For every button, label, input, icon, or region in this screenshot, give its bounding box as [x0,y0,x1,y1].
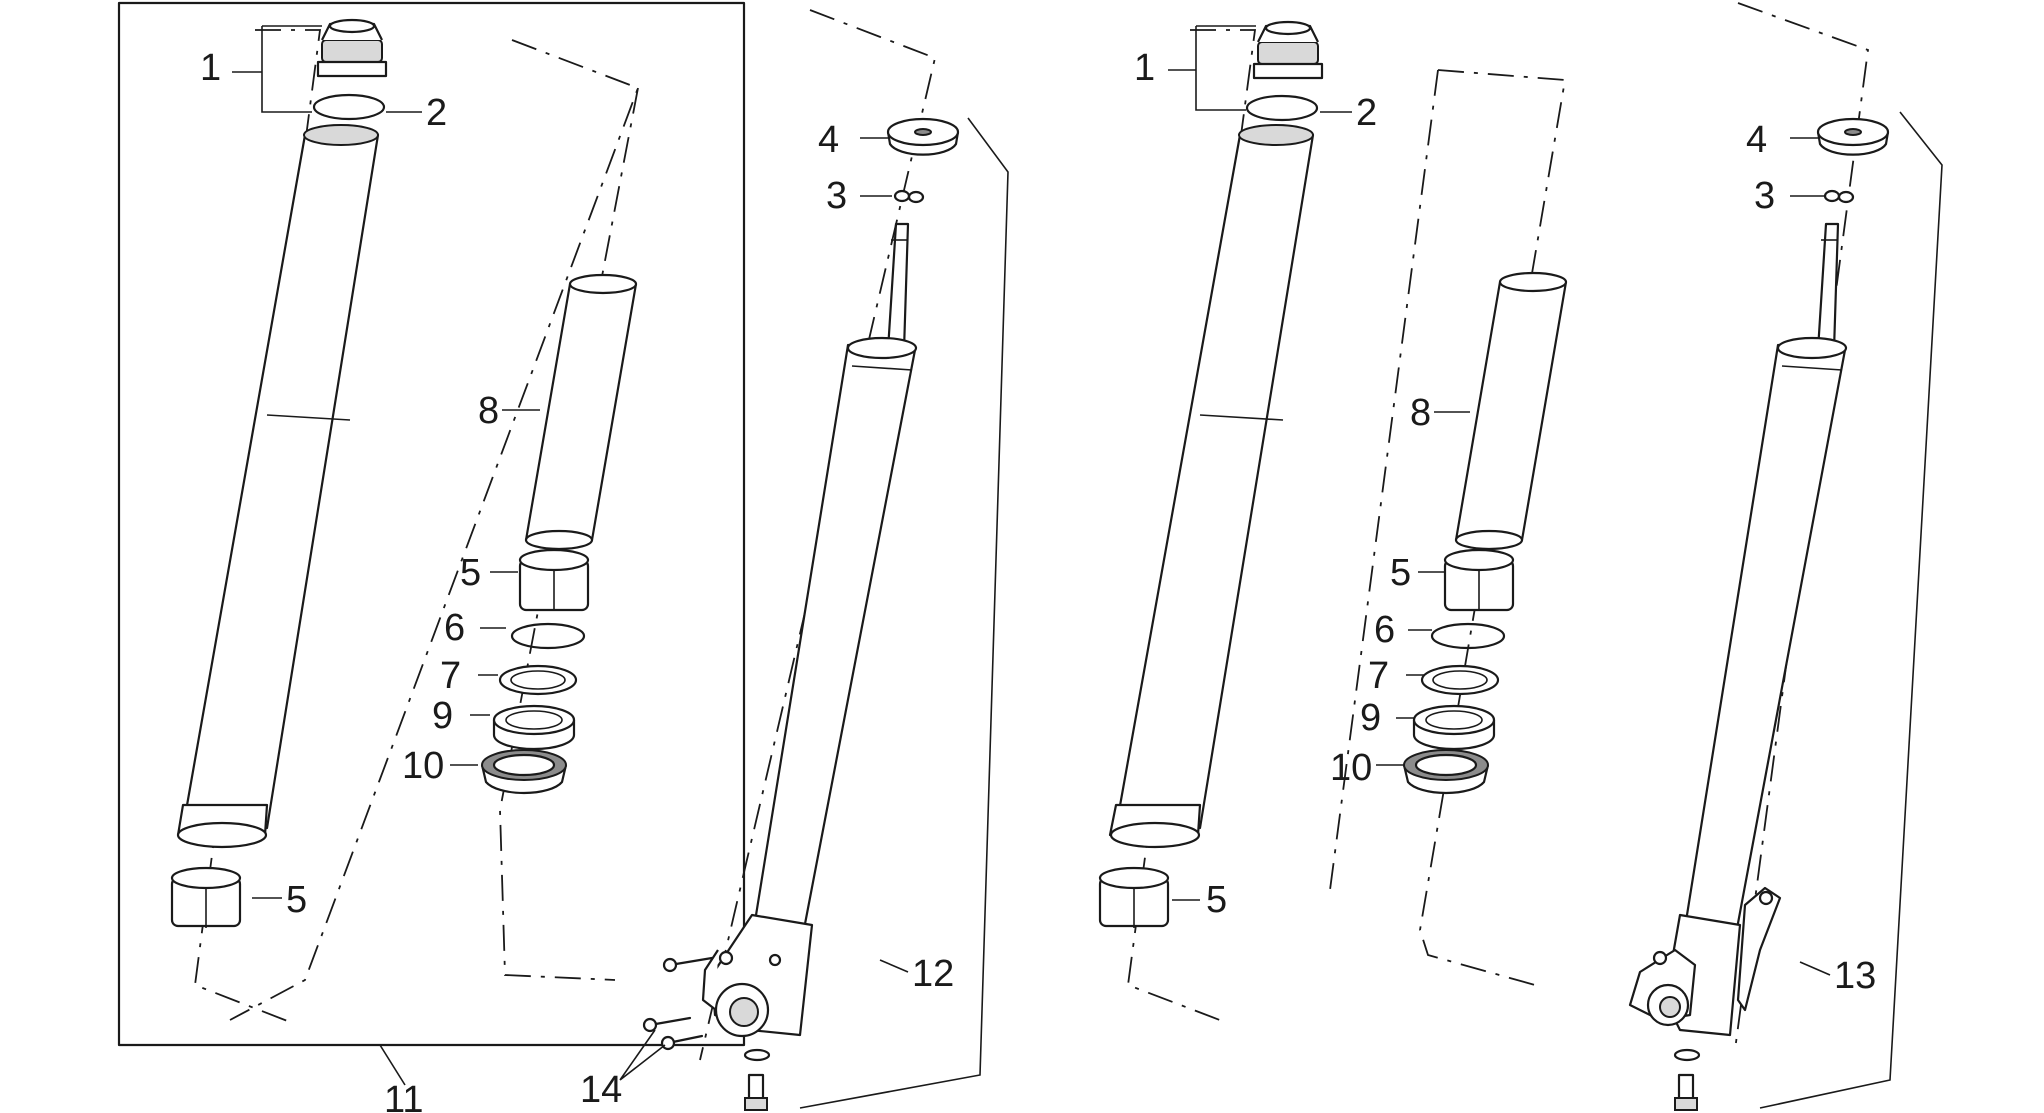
o-ring-2 [312,93,386,121]
left-fork-assembly: 1 2 4 3 8 5 6 7 9 10 5 12 11 14 [117,1,1009,1113]
washer-7-right [1420,664,1500,696]
leader-lines-left [232,25,909,1086]
kit-box-11 [117,1,746,1047]
assembly-line-cartridge [699,9,937,1061]
label-8-right: 8 [1410,392,1431,434]
spring-8-right [1454,271,1568,551]
label-4: 4 [818,119,839,161]
label-6-right: 6 [1374,609,1395,651]
clip-6 [510,622,586,650]
label-2-right: 2 [1356,92,1377,134]
label-10: 10 [402,745,444,787]
bottom-bolt-right [1673,1048,1701,1111]
seal-9-right [1412,704,1496,751]
clip-6-right [1430,622,1506,650]
label-12: 12 [912,953,954,995]
top-cap-4-right [1816,117,1890,156]
label-5-bottom: 5 [286,879,307,921]
label-14: 14 [580,1069,622,1111]
fork-cap-1 [316,18,388,78]
label-1: 1 [200,47,221,89]
damper-rod-right [1816,222,1840,352]
seal-9 [492,704,576,751]
label-9-right: 9 [1360,697,1381,739]
label-5-upper: 5 [460,552,481,594]
label-8: 8 [478,390,499,432]
label-10-right: 10 [1330,747,1372,789]
bushing-5-upper [518,548,590,612]
label-3-right: 3 [1754,175,1775,217]
label-6: 6 [444,607,465,649]
assembly-line-right-bushings [1329,69,1439,891]
o-ring-2-right [1245,94,1319,122]
label-4-right: 4 [1746,119,1767,161]
assembly-line-spring [229,39,640,1021]
screws-14 [642,956,714,1051]
bushing-5-bottom-right [1098,866,1170,928]
fork-leg-12 [701,336,918,1038]
label-9: 9 [432,695,453,737]
label-11: 11 [384,1079,423,1113]
fork-cap-1-right [1252,20,1324,80]
label-7-right: 7 [1368,655,1389,697]
outer-tube [176,124,380,849]
bushing-5-upper-right [1443,548,1515,612]
nut-3 [893,189,925,204]
assembly-line-right-spring [1419,69,1567,986]
top-cap-4 [886,117,960,156]
bushing-5-bottom [170,866,242,928]
spring-8 [524,273,638,551]
right-fork-assembly: 1 2 4 3 8 5 6 7 9 10 5 13 [1098,2,1943,1111]
washer-7 [498,664,578,696]
label-3: 3 [826,175,847,217]
nut-3-right [1823,189,1855,204]
dust-seal-10-right [1402,749,1490,795]
assembly-line-leg-13 [1759,111,1943,1109]
assembly-line-leg-12 [799,117,1009,1109]
bottom-bolt [743,1048,771,1111]
label-1-right: 1 [1134,47,1155,89]
label-5-bottom-right: 5 [1206,879,1227,921]
fork-leg-13 [1628,336,1848,1037]
dust-seal-10 [480,749,568,795]
leader-lines-right [1168,25,1831,976]
label-5-upper-right: 5 [1390,552,1411,594]
label-13: 13 [1834,955,1876,997]
label-2: 2 [426,92,447,134]
assembly-line-right-cartridge [1734,2,1869,1051]
outer-tube-right [1108,124,1315,849]
label-7: 7 [440,655,461,697]
